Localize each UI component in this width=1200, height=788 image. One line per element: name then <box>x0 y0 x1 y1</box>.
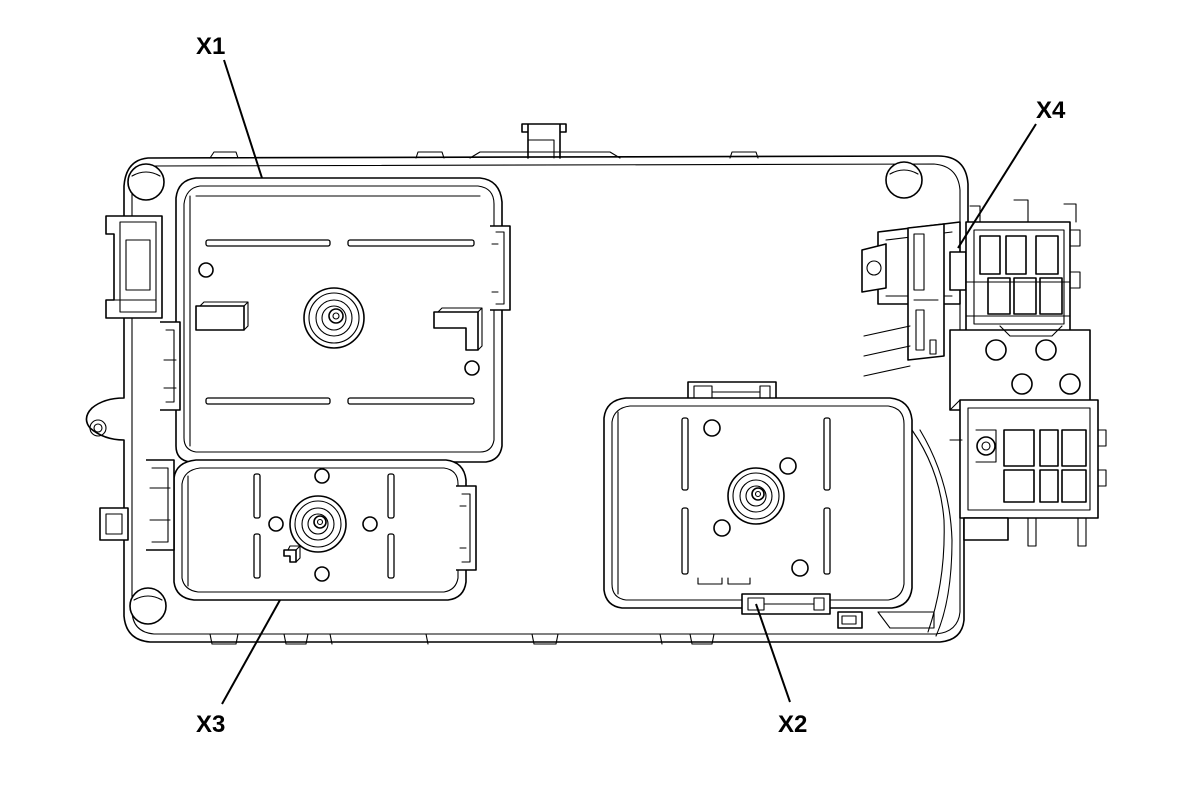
connector-x3 <box>146 459 477 601</box>
callout-x3: X3 <box>196 711 225 738</box>
leader-x3 <box>221 599 281 705</box>
leader-x2 <box>755 603 791 703</box>
housing-extension <box>837 429 953 637</box>
callout-x1: X1 <box>196 33 225 60</box>
connector-x1 <box>160 177 511 463</box>
callout-x2: X2 <box>778 711 807 738</box>
leader-lines <box>221 59 1037 705</box>
connector-x2 <box>603 381 913 615</box>
leader-x4 <box>957 123 1037 249</box>
connector-x4 <box>861 199 1107 547</box>
callout-x4: X4 <box>1036 97 1066 124</box>
leader-x1 <box>223 59 263 179</box>
